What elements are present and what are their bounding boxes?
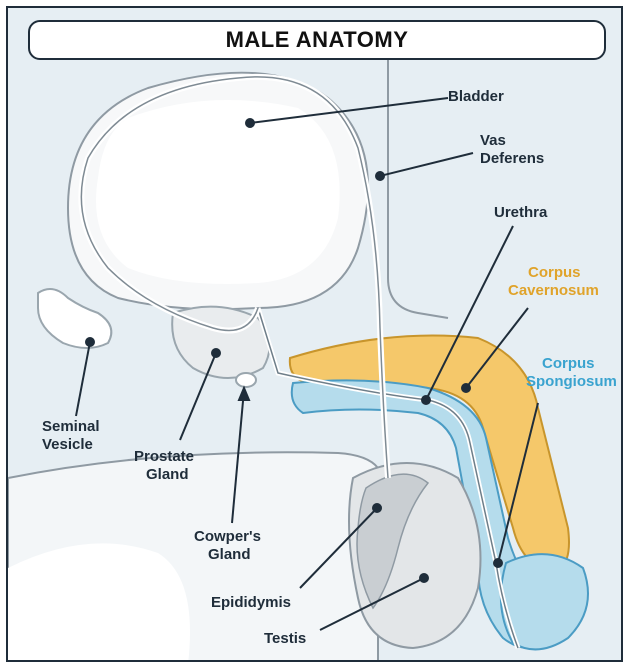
label-prostate-gland-2: Gland bbox=[146, 466, 189, 484]
cowpers-arrow bbox=[239, 388, 249, 400]
label-urethra: Urethra bbox=[494, 204, 547, 222]
testis-dot bbox=[420, 574, 428, 582]
seminal-vesicle-leader bbox=[76, 342, 90, 416]
page-title: MALE ANATOMY bbox=[226, 27, 409, 53]
vas-deferens-leader bbox=[380, 153, 473, 176]
label-cowpers-gland-2: Gland bbox=[208, 546, 251, 564]
label-prostate-gland-1: Prostate bbox=[134, 448, 194, 466]
epididymis-dot bbox=[373, 504, 381, 512]
vas-deferens-dot bbox=[376, 172, 384, 180]
label-seminal-vesicle-1: Seminal bbox=[42, 418, 100, 436]
label-corpus-spongiosum-2: Spongiosum bbox=[526, 373, 617, 391]
seminal-vesicle-dot bbox=[86, 338, 94, 346]
label-epididymis: Epididymis bbox=[211, 594, 291, 612]
label-vas-deferens-2: Deferens bbox=[480, 150, 544, 168]
anatomy-illustration bbox=[8, 8, 623, 662]
cowpers-gland-shape bbox=[236, 373, 256, 387]
label-corpus-spongiosum-1: Corpus bbox=[542, 355, 595, 373]
spongiosum-dot bbox=[494, 559, 502, 567]
label-testis: Testis bbox=[264, 630, 306, 648]
bladder-inner bbox=[96, 100, 340, 284]
label-corpus-cavernosum-1: Corpus bbox=[528, 264, 581, 282]
label-vas-deferens-1: Vas bbox=[480, 132, 506, 150]
label-seminal-vesicle-2: Vesicle bbox=[42, 436, 93, 454]
seminal-vesicle-shape bbox=[38, 289, 111, 348]
bladder-dot bbox=[246, 119, 254, 127]
diagram-frame: MALE ANATOMY Bladder Vas Deferens Urethr… bbox=[6, 6, 623, 662]
thigh-shape bbox=[8, 543, 190, 662]
title-banner: MALE ANATOMY bbox=[28, 20, 606, 60]
cavernosum-dot bbox=[462, 384, 470, 392]
prostate-dot bbox=[212, 349, 220, 357]
abdomen-outline bbox=[388, 48, 448, 318]
label-bladder: Bladder bbox=[448, 88, 504, 106]
urethra-dot bbox=[422, 396, 430, 404]
label-cowpers-gland-1: Cowper's bbox=[194, 528, 261, 546]
label-corpus-cavernosum-2: Cavernosum bbox=[508, 282, 599, 300]
